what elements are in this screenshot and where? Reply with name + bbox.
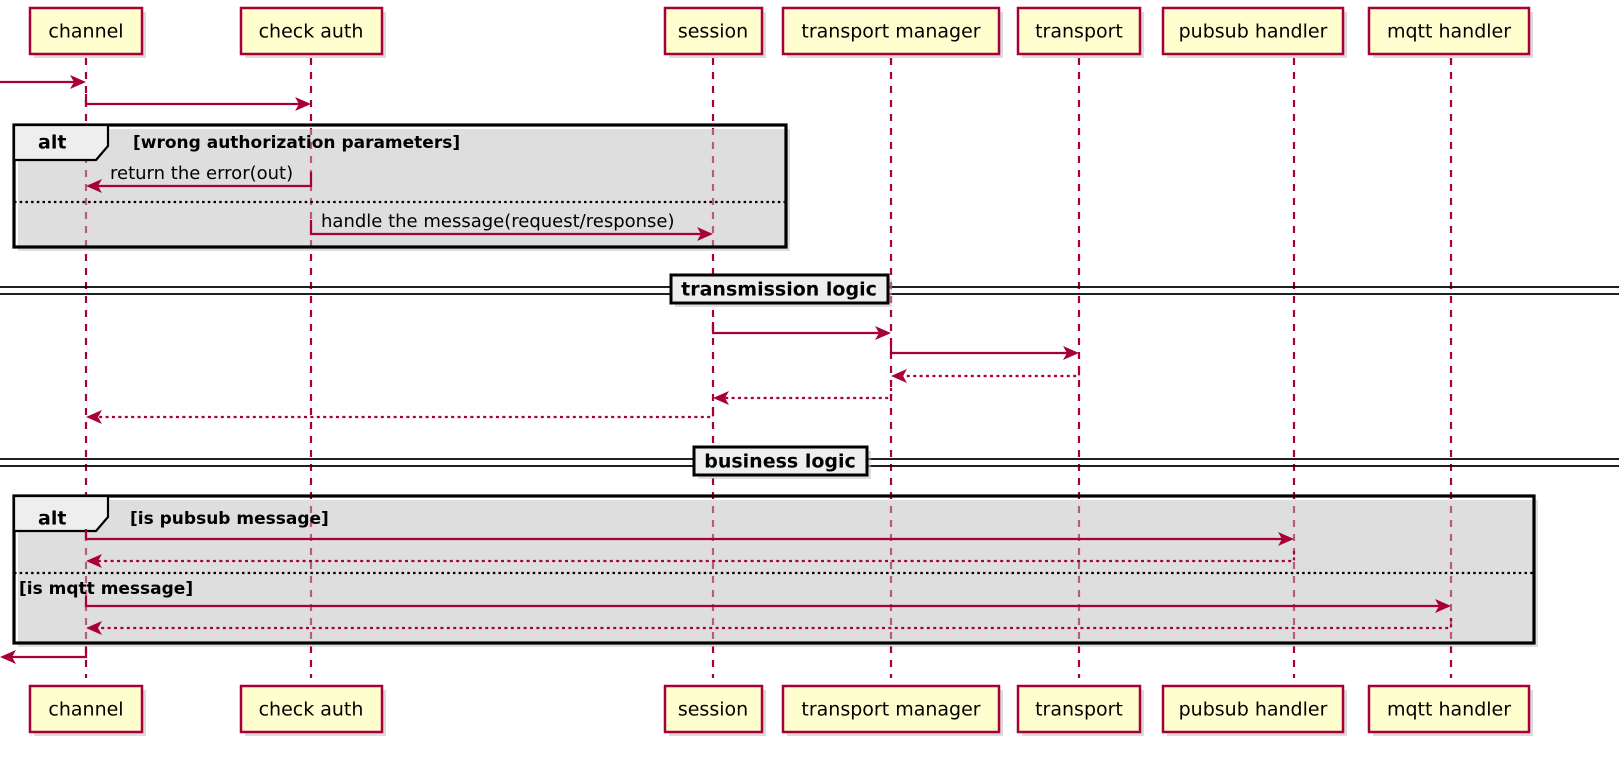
message-m12 <box>84 596 1451 613</box>
message-m11 <box>86 551 1296 568</box>
frame-alt-auth-tab <box>12 123 110 162</box>
participant-checkauth-bottom[interactable]: check auth <box>239 684 386 736</box>
divider-business: business logic <box>0 445 1619 479</box>
participant-checkauth-top[interactable]: check auth <box>239 6 386 58</box>
divider-transmission-label: transmission logic <box>681 279 877 301</box>
message-m10 <box>84 529 1294 546</box>
message-m5 <box>711 322 891 340</box>
message-m8 <box>713 388 893 405</box>
messages: return the error(out) handle the message… <box>0 75 1453 664</box>
frame-alt-auth-border <box>12 123 788 249</box>
participant-mqtt-bottom[interactable]: mqtt handler <box>1367 684 1533 736</box>
participant-label-session-top: session <box>678 21 748 43</box>
participant-tmanager-bottom[interactable]: transport manager <box>781 684 1003 736</box>
participant-label-transport-bottom: transport <box>1035 699 1123 721</box>
participant-label-tmanager-top: transport manager <box>801 21 980 43</box>
participants-top: channel check auth session transport man… <box>28 6 1533 58</box>
participant-label-pubsub-bottom: pubsub handler <box>1179 699 1328 721</box>
message-m3-label: return the error(out) <box>110 163 293 184</box>
participants-bottom: channel check auth session transport man… <box>28 684 1533 736</box>
divider-business-box <box>692 445 869 477</box>
participant-label-channel-top: channel <box>48 21 123 43</box>
participant-label-checkauth-bottom: check auth <box>259 699 364 721</box>
participant-pubsub-bottom[interactable]: pubsub handler <box>1161 684 1347 736</box>
divider-business-label: business logic <box>704 451 856 473</box>
message-m1 <box>0 75 86 89</box>
message-m4: handle the message(request/response) <box>309 211 713 241</box>
message-m4-label: handle the message(request/response) <box>321 211 675 232</box>
participant-label-tmanager-bottom: transport manager <box>801 699 980 721</box>
frame-alt-auth-operator: alt <box>38 132 66 154</box>
divider-transmission-box <box>669 273 890 305</box>
divider-transmission: transmission logic <box>0 273 1619 307</box>
frame-alt-business-guard-1: [is mqtt message] <box>19 579 193 599</box>
message-m2 <box>84 94 311 111</box>
message-m14 <box>0 647 88 664</box>
participant-pubsub-top[interactable]: pubsub handler <box>1161 6 1347 58</box>
message-m13 <box>86 618 1453 635</box>
frame-alt-business-operator: alt <box>38 508 66 530</box>
participant-label-pubsub-top: pubsub handler <box>1179 21 1328 43</box>
participant-label-transport-top: transport <box>1035 21 1123 43</box>
participant-label-mqtt-bottom: mqtt handler <box>1387 699 1511 721</box>
message-m7 <box>891 366 1081 383</box>
participant-transport-bottom[interactable]: transport <box>1016 684 1144 736</box>
participant-label-checkauth-top: check auth <box>259 21 364 43</box>
participant-tmanager-top[interactable]: transport manager <box>781 6 1003 58</box>
message-m6 <box>889 342 1079 360</box>
participant-channel-bottom[interactable]: channel <box>28 684 146 736</box>
participant-label-mqtt-top: mqtt handler <box>1387 21 1511 43</box>
participant-session-bottom[interactable]: session <box>663 684 766 736</box>
message-m3: return the error(out) <box>86 163 313 193</box>
frame-alt-auth: alt [wrong authorization parameters] <box>12 123 790 251</box>
participant-mqtt-top[interactable]: mqtt handler <box>1367 6 1533 58</box>
participant-session-top[interactable]: session <box>663 6 766 58</box>
frame-alt-business-border <box>12 494 1536 645</box>
participant-label-channel-bottom: channel <box>48 699 123 721</box>
message-m9 <box>86 407 715 424</box>
participant-channel-top[interactable]: channel <box>28 6 146 58</box>
participant-label-session-bottom: session <box>678 699 748 721</box>
frame-alt-business: alt [is pubsub message] [is mqtt message… <box>12 494 1538 647</box>
participant-transport-top[interactable]: transport <box>1016 6 1144 58</box>
frame-alt-business-guard-0: [is pubsub message] <box>130 509 329 529</box>
frame-alt-auth-guard-0: [wrong authorization parameters] <box>133 133 460 153</box>
frame-alt-business-tab <box>12 494 110 533</box>
